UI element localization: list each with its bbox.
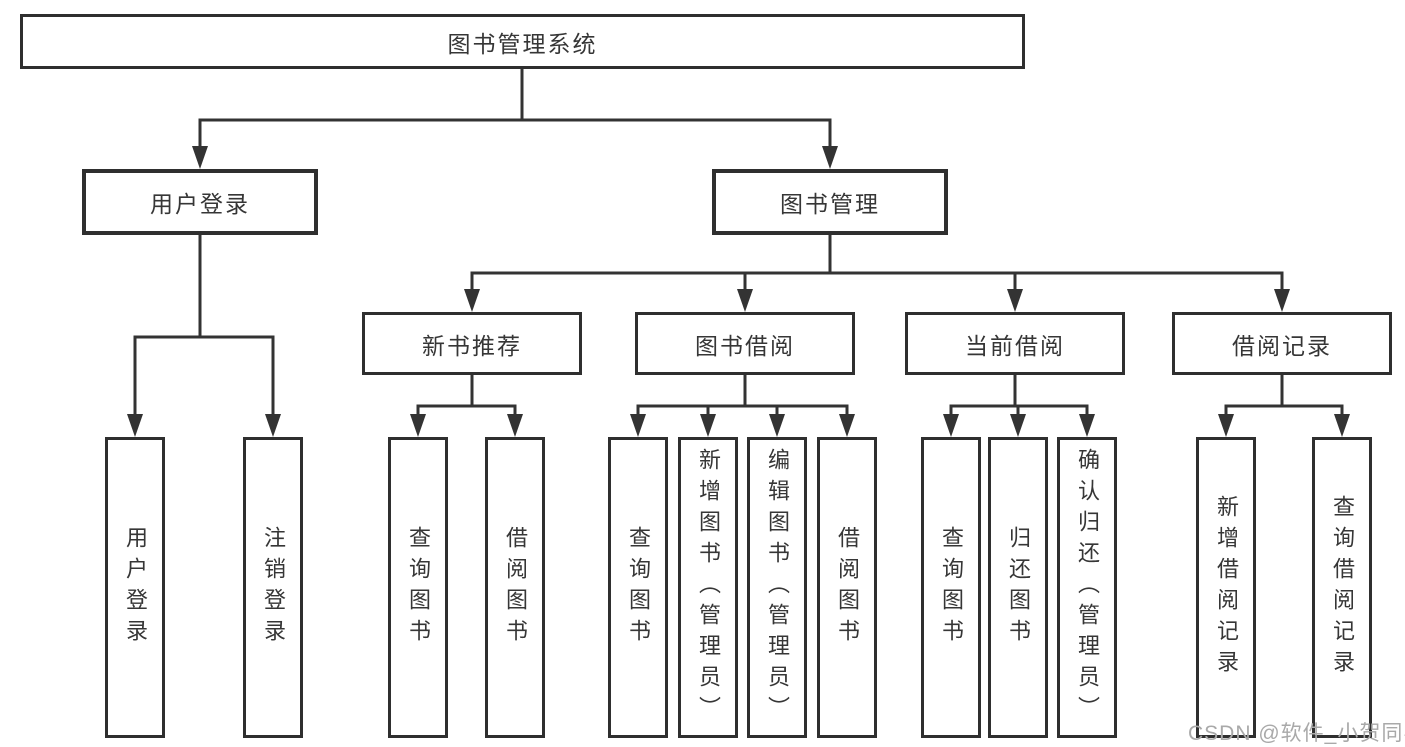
node-label: 新增借阅记录 [1214, 494, 1239, 681]
node-label: 归还图书 [1006, 525, 1031, 650]
leaf-borrow-books: 借阅图书 [817, 437, 877, 738]
leaf-add-borrow-record: 新增借阅记录 [1196, 437, 1256, 738]
node-system-root: 图书管理系统 [20, 14, 1025, 69]
node-label: 确认归还（管理员） [1075, 448, 1100, 727]
node-label: 新增图书（管理员） [696, 448, 721, 727]
node-label: 借阅记录 [1232, 332, 1332, 359]
leaf-confirm-return-admin: 确认归还（管理员） [1057, 437, 1117, 738]
node-label: 编辑图书（管理员） [765, 448, 790, 727]
node-label: 借阅图书 [503, 525, 528, 650]
leaf-user-login: 用户登录 [105, 437, 165, 738]
node-book-management: 图书管理 [712, 169, 948, 235]
node-label: 图书借阅 [695, 332, 795, 359]
node-label: 图书管理系统 [447, 30, 598, 57]
node-label: 查询借阅记录 [1330, 494, 1355, 681]
leaf-query-borrow-record: 查询借阅记录 [1312, 437, 1372, 738]
node-label: 借阅图书 [835, 525, 860, 650]
node-current-borrow: 当前借阅 [905, 312, 1125, 375]
node-new-book-recommend: 新书推荐 [362, 312, 582, 375]
node-label: 查询图书 [939, 525, 964, 650]
node-label: 图书管理 [780, 191, 880, 217]
node-label: 查询图书 [406, 525, 431, 650]
node-label: 用户登录 [123, 525, 148, 650]
leaf-recommend-borrow-books: 借阅图书 [485, 437, 545, 738]
leaf-current-query-books: 查询图书 [921, 437, 981, 738]
node-borrow-records: 借阅记录 [1172, 312, 1392, 375]
leaf-logout: 注销登录 [243, 437, 303, 738]
node-user-login: 用户登录 [82, 169, 318, 235]
node-label: 当前借阅 [965, 332, 1065, 359]
node-label: 查询图书 [626, 525, 651, 650]
node-book-borrow: 图书借阅 [635, 312, 855, 375]
watermark: CSDN @软件_小贺同学 [1188, 722, 1405, 745]
node-label: 新书推荐 [422, 332, 522, 359]
leaf-borrow-query-books: 查询图书 [608, 437, 668, 738]
leaf-return-books: 归还图书 [988, 437, 1048, 738]
node-label: 注销登录 [261, 525, 286, 650]
leaf-add-books-admin: 新增图书（管理员） [678, 437, 738, 738]
leaf-edit-books-admin: 编辑图书（管理员） [747, 437, 807, 738]
node-label: 用户登录 [150, 191, 250, 217]
leaf-recommend-query-books: 查询图书 [388, 437, 448, 738]
